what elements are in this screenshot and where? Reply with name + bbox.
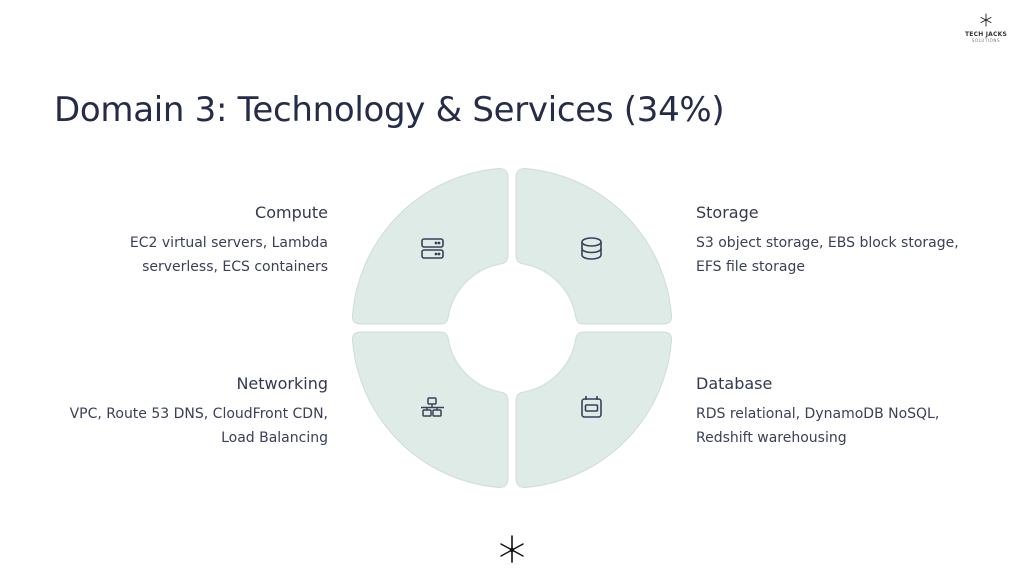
quadrant-database — [515, 331, 673, 489]
star-burst-icon — [500, 535, 524, 563]
item-title: Storage — [696, 203, 759, 222]
item-desc-line1: VPC, Route 53 DNS, CloudFront CDN, — [69, 406, 328, 422]
item-desc-line1: RDS relational, DynamoDB NoSQL, — [696, 406, 940, 422]
server-icon — [421, 238, 444, 259]
item-title: Database — [696, 374, 773, 393]
item-desc-line2: Redshift warehousing — [696, 430, 847, 446]
logo-subtitle: SOLUTIONS — [971, 38, 1001, 43]
item-title: Compute — [255, 203, 328, 222]
item-compute: Compute EC2 virtual servers, Lambda serv… — [28, 203, 328, 279]
database-icon — [581, 237, 602, 260]
item-networking: Networking VPC, Route 53 DNS, CloudFront… — [28, 374, 328, 450]
slide-title: Domain 3: Technology & Services (34%) — [54, 90, 725, 130]
item-desc-line1: EC2 virtual servers, Lambda — [129, 235, 328, 251]
logo-name: TECH JACKS — [965, 31, 1007, 38]
item-desc-line2: EFS file storage — [696, 259, 805, 275]
item-desc-line2: serverless, ECS containers — [142, 259, 328, 275]
calendar-db-icon — [581, 396, 602, 418]
item-desc-line1: S3 object storage, EBS block storage, — [696, 235, 959, 251]
item-desc-line2: Load Balancing — [221, 430, 328, 446]
star-burst-icon — [980, 13, 992, 27]
item-title: Networking — [236, 374, 328, 393]
item-storage: Storage S3 object storage, EBS block sto… — [696, 203, 996, 279]
network-icon — [421, 397, 444, 417]
item-database: Database RDS relational, DynamoDB NoSQL,… — [696, 374, 996, 450]
company-logo: TECH JACKS SOLUTIONS — [958, 12, 1014, 44]
